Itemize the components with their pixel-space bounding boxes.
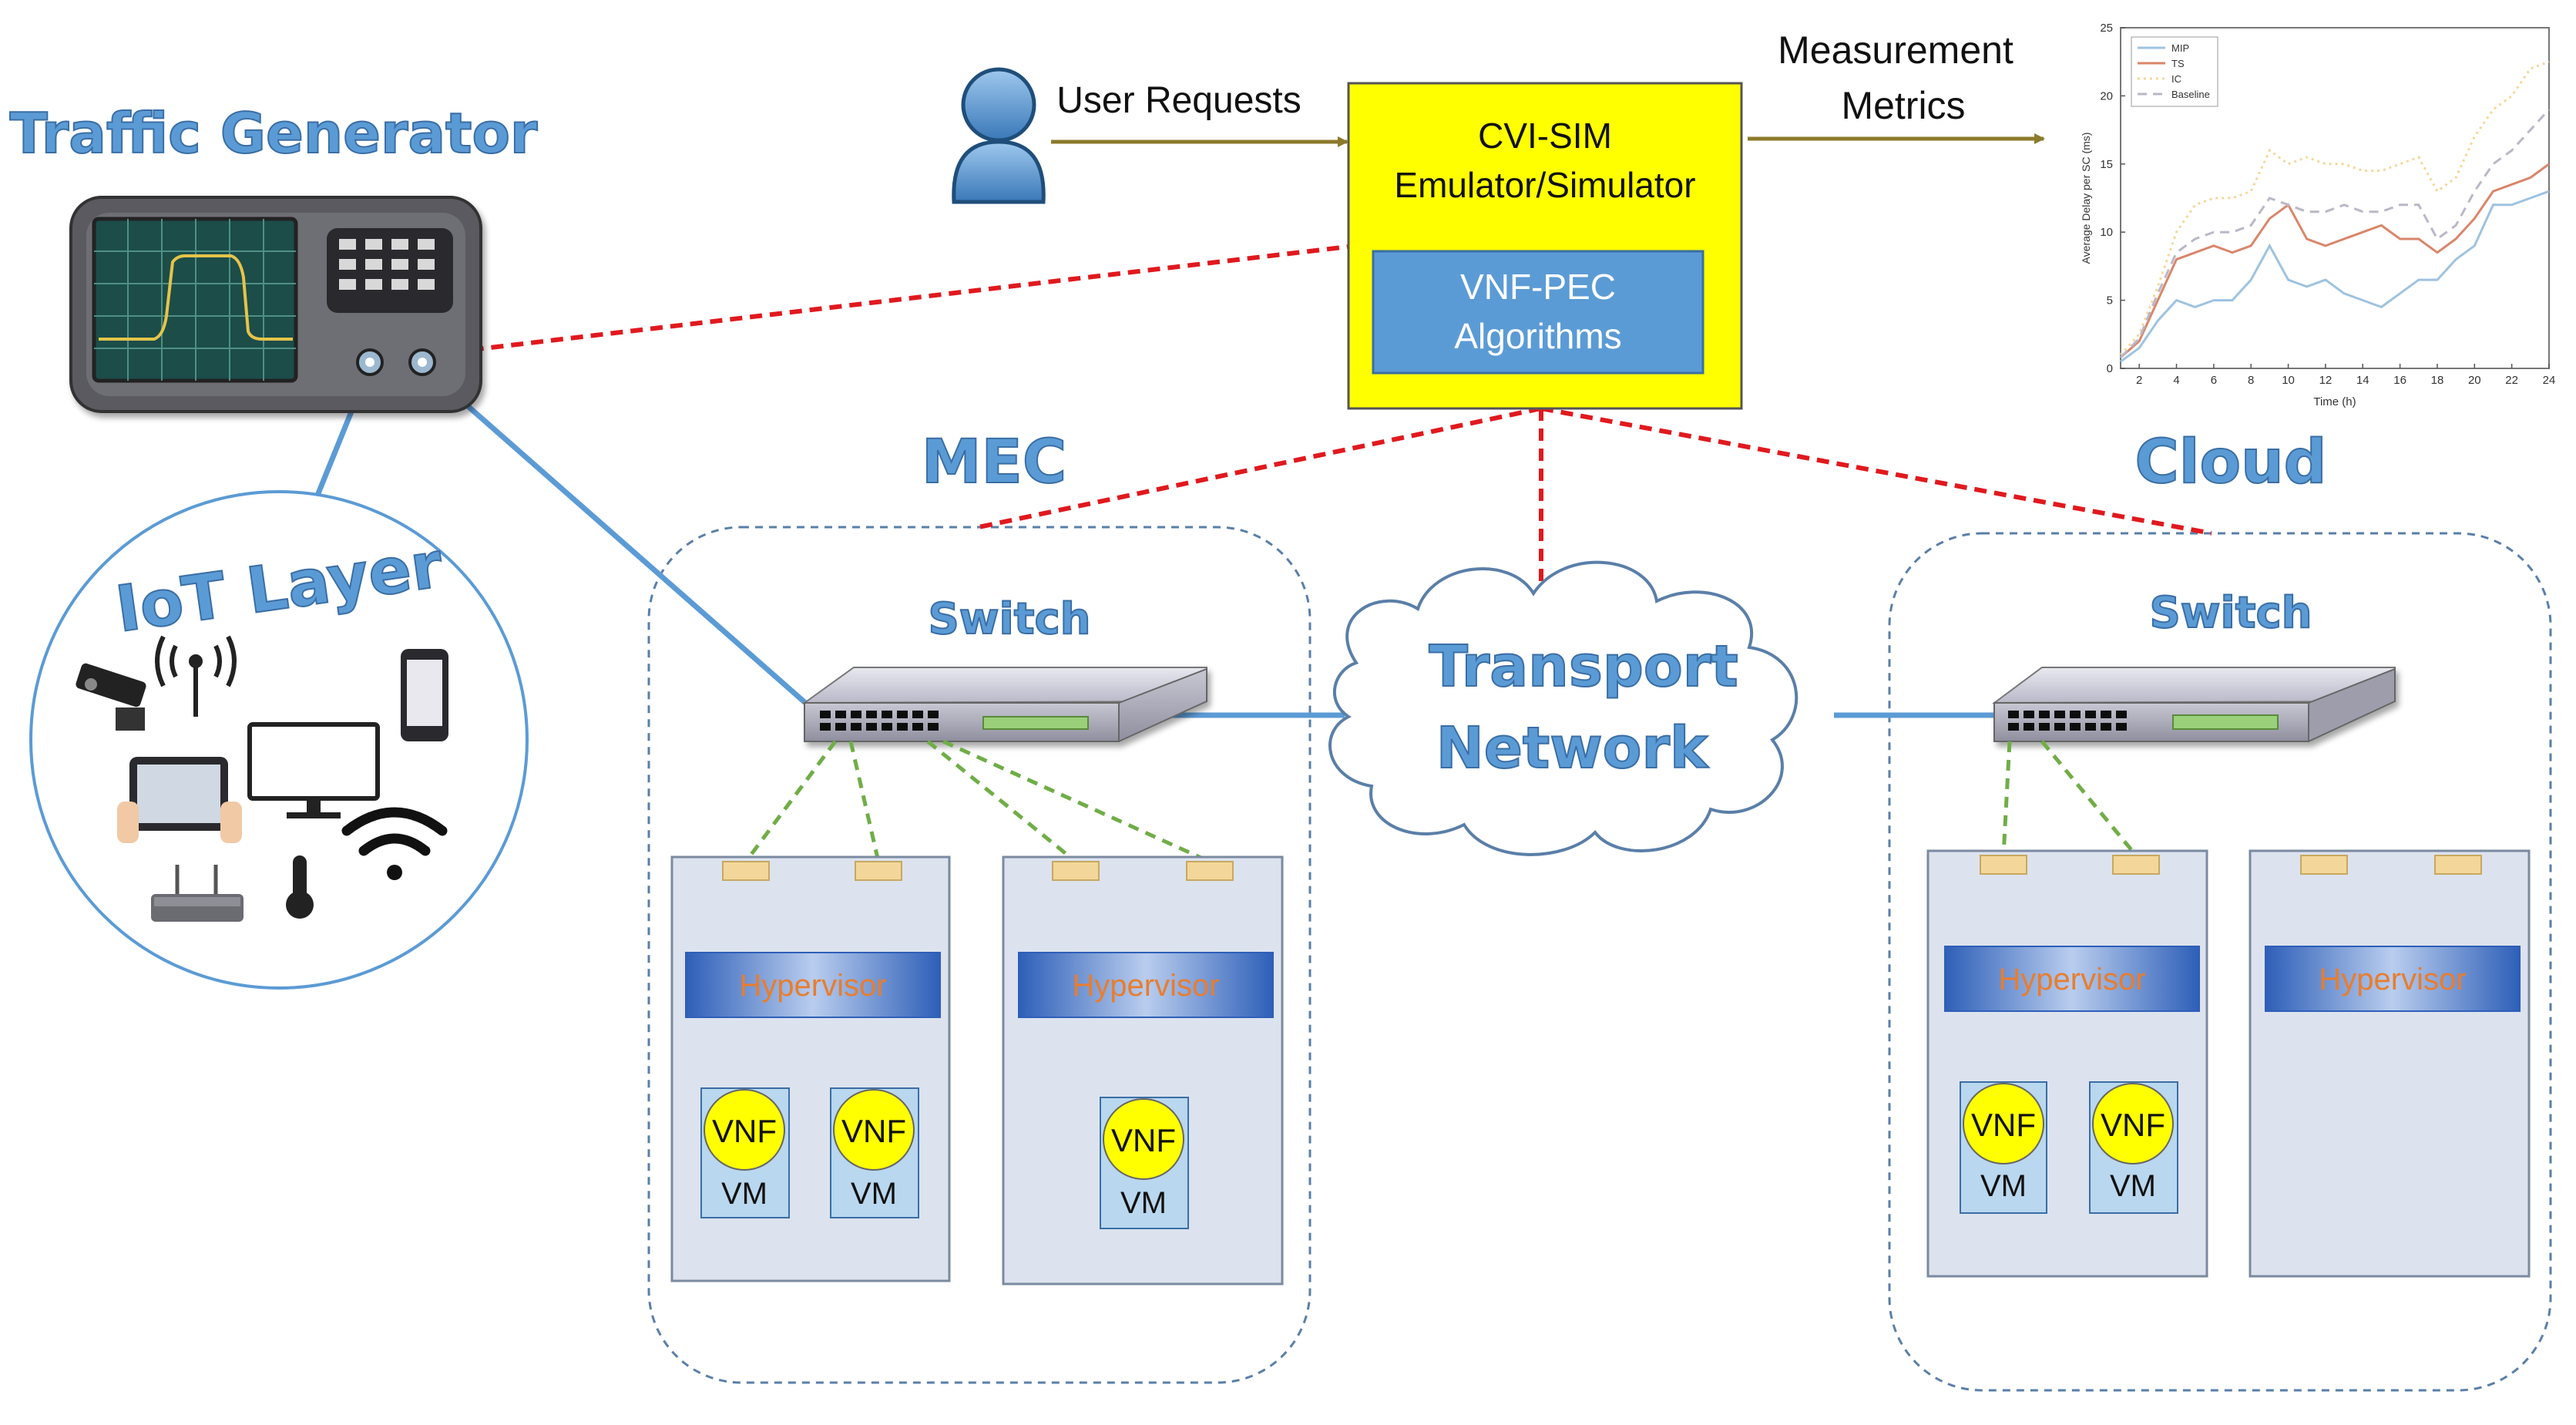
- tablet-icon: [117, 757, 242, 843]
- chart-legend-label: Baseline: [2171, 89, 2210, 100]
- chart-y-tick-label: 5: [2107, 294, 2113, 308]
- chart-y-tick-label: 25: [2100, 22, 2113, 35]
- chart-x-tick-label: 8: [2248, 374, 2254, 387]
- traffic-generator-device: [69, 196, 482, 413]
- nic-port: [2300, 855, 2348, 875]
- vm-label: VM: [1980, 1169, 2027, 1203]
- chart-x-tick-label: 12: [2319, 374, 2333, 387]
- chart-series-line-mip: [2120, 190, 2550, 363]
- chart-x-tick-label: 2: [2136, 374, 2142, 387]
- hypervisor-label: Hypervisor: [1072, 969, 1219, 1003]
- hypervisor-label: Hypervisor: [2319, 963, 2466, 996]
- camera-icon: [76, 663, 146, 731]
- mec-label: MEC: [922, 428, 1066, 497]
- chart-legend-label: TS: [2171, 58, 2185, 69]
- cloud-server-1: Hypervisor VNF VM VNF VM: [1926, 849, 2208, 1278]
- mec-switch-label: Switch: [928, 594, 1090, 644]
- algorithms-title-line2: Algorithms: [1454, 316, 1621, 356]
- vm-label: VM: [721, 1177, 767, 1211]
- simulator-box: CVI-SIM Emulator/Simulator VNF-PEC Algor…: [1347, 82, 1743, 410]
- vm-label: VM: [2110, 1169, 2156, 1203]
- transport-label-line1: Transport: [1429, 634, 1738, 700]
- hypervisor-bar: [2265, 946, 2521, 1012]
- vnf-circle: [1963, 1083, 2044, 1165]
- vnf-label: VNF: [712, 1113, 777, 1149]
- control-links: [431, 244, 2212, 582]
- chart-series-line-baseline: [2119, 109, 2551, 358]
- simulator-title-line2: Emulator/Simulator: [1394, 165, 1695, 205]
- hypervisor-bar: [685, 952, 941, 1018]
- iot-layer: IoT Layer: [29, 490, 529, 990]
- cloud-switch-label: Switch: [2149, 588, 2312, 638]
- algorithms-box: [1372, 250, 1704, 375]
- chart-x-tick-label: 20: [2468, 374, 2481, 387]
- algorithms-title-line1: VNF-PEC: [1460, 267, 1616, 307]
- chart-legend-label: IC: [2171, 73, 2181, 85]
- traffic-generator-label: Traffic Generator: [10, 101, 538, 166]
- chart-y-axis-label: Average Delay per SC (ms): [2080, 133, 2092, 264]
- router-icon: [151, 865, 243, 922]
- vnf-label: VNF: [1971, 1107, 2036, 1143]
- nic-port: [2434, 855, 2482, 875]
- vm-label: VM: [1120, 1186, 1167, 1220]
- vnf-circle: [704, 1089, 785, 1171]
- chart-y-tick-label: 15: [2100, 158, 2113, 171]
- vnf-circle: [2092, 1083, 2174, 1165]
- chart-x-tick-label: 22: [2505, 374, 2518, 387]
- nic-port: [1980, 855, 2027, 875]
- chart-x-tick-label: 6: [2211, 374, 2217, 387]
- hypervisor-bar: [1018, 952, 1274, 1018]
- vm-label: VM: [851, 1177, 897, 1211]
- chart-x-tick-label: 10: [2282, 374, 2295, 387]
- chart-x-tick-label: 16: [2393, 374, 2406, 387]
- transport-label-line2: Network: [1436, 715, 1709, 781]
- monitor-icon: [247, 722, 380, 818]
- cloud-switch: [1991, 667, 2396, 743]
- transport-network-cloud: Transport Network: [1328, 560, 1798, 856]
- chart-x-tick-label: 18: [2431, 374, 2444, 387]
- chart-legend-label: MIP: [2171, 42, 2189, 54]
- antenna-signal-icon: [155, 635, 237, 717]
- nic-port: [1186, 861, 1234, 881]
- nic-port: [2112, 855, 2160, 875]
- vnf-label: VNF: [2101, 1107, 2165, 1143]
- chart-x-tick-label: 24: [2543, 374, 2556, 387]
- chart-series-line-ic: [2119, 60, 2550, 356]
- hypervisor-bar: [1944, 946, 2200, 1012]
- cloud-server-2: Hypervisor: [2249, 849, 2531, 1278]
- user-requests-label: User Requests: [1056, 80, 1301, 121]
- chart-x-tick-label: 14: [2356, 374, 2369, 387]
- vnf-circle: [1103, 1098, 1184, 1180]
- vnf-label: VNF: [841, 1113, 906, 1149]
- smartphone-icon: [401, 649, 448, 741]
- chart-x-axis-label: Time (h): [2313, 395, 2356, 408]
- chart-y-tick-label: 20: [2100, 89, 2113, 103]
- user-icon: [952, 67, 1046, 204]
- vnf-label: VNF: [1111, 1122, 1176, 1158]
- simulator-title-line1: CVI-SIM: [1478, 116, 1612, 156]
- mec-server-2: Hypervisor VNF VM: [1002, 855, 1284, 1286]
- nic-port: [1052, 861, 1100, 881]
- wifi-icon: [341, 807, 448, 880]
- chart-y-tick-label: 10: [2100, 226, 2113, 239]
- measurement-label-line2: Metrics: [1841, 84, 1965, 127]
- mec-switch: [801, 667, 1207, 742]
- mec-server-1: Hypervisor VNF VM VNF VM: [670, 855, 951, 1282]
- measurement-label-line1: Measurement: [1778, 29, 2013, 72]
- cloud-domain-box: [1888, 532, 2552, 1392]
- chart-x-tick-label: 4: [2173, 374, 2179, 387]
- chart-series-line-ts: [2120, 163, 2550, 359]
- hypervisor-label: Hypervisor: [1998, 963, 2145, 996]
- mec-domain-box: [647, 526, 1312, 1384]
- nic-port: [722, 861, 770, 881]
- chart-y-tick-label: 0: [2107, 362, 2113, 375]
- vnf-circle: [833, 1089, 915, 1171]
- nic-port: [855, 861, 902, 881]
- cloud-label: Cloud: [2135, 428, 2327, 497]
- thermometer-icon: [286, 855, 314, 919]
- hypervisor-label: Hypervisor: [739, 969, 886, 1003]
